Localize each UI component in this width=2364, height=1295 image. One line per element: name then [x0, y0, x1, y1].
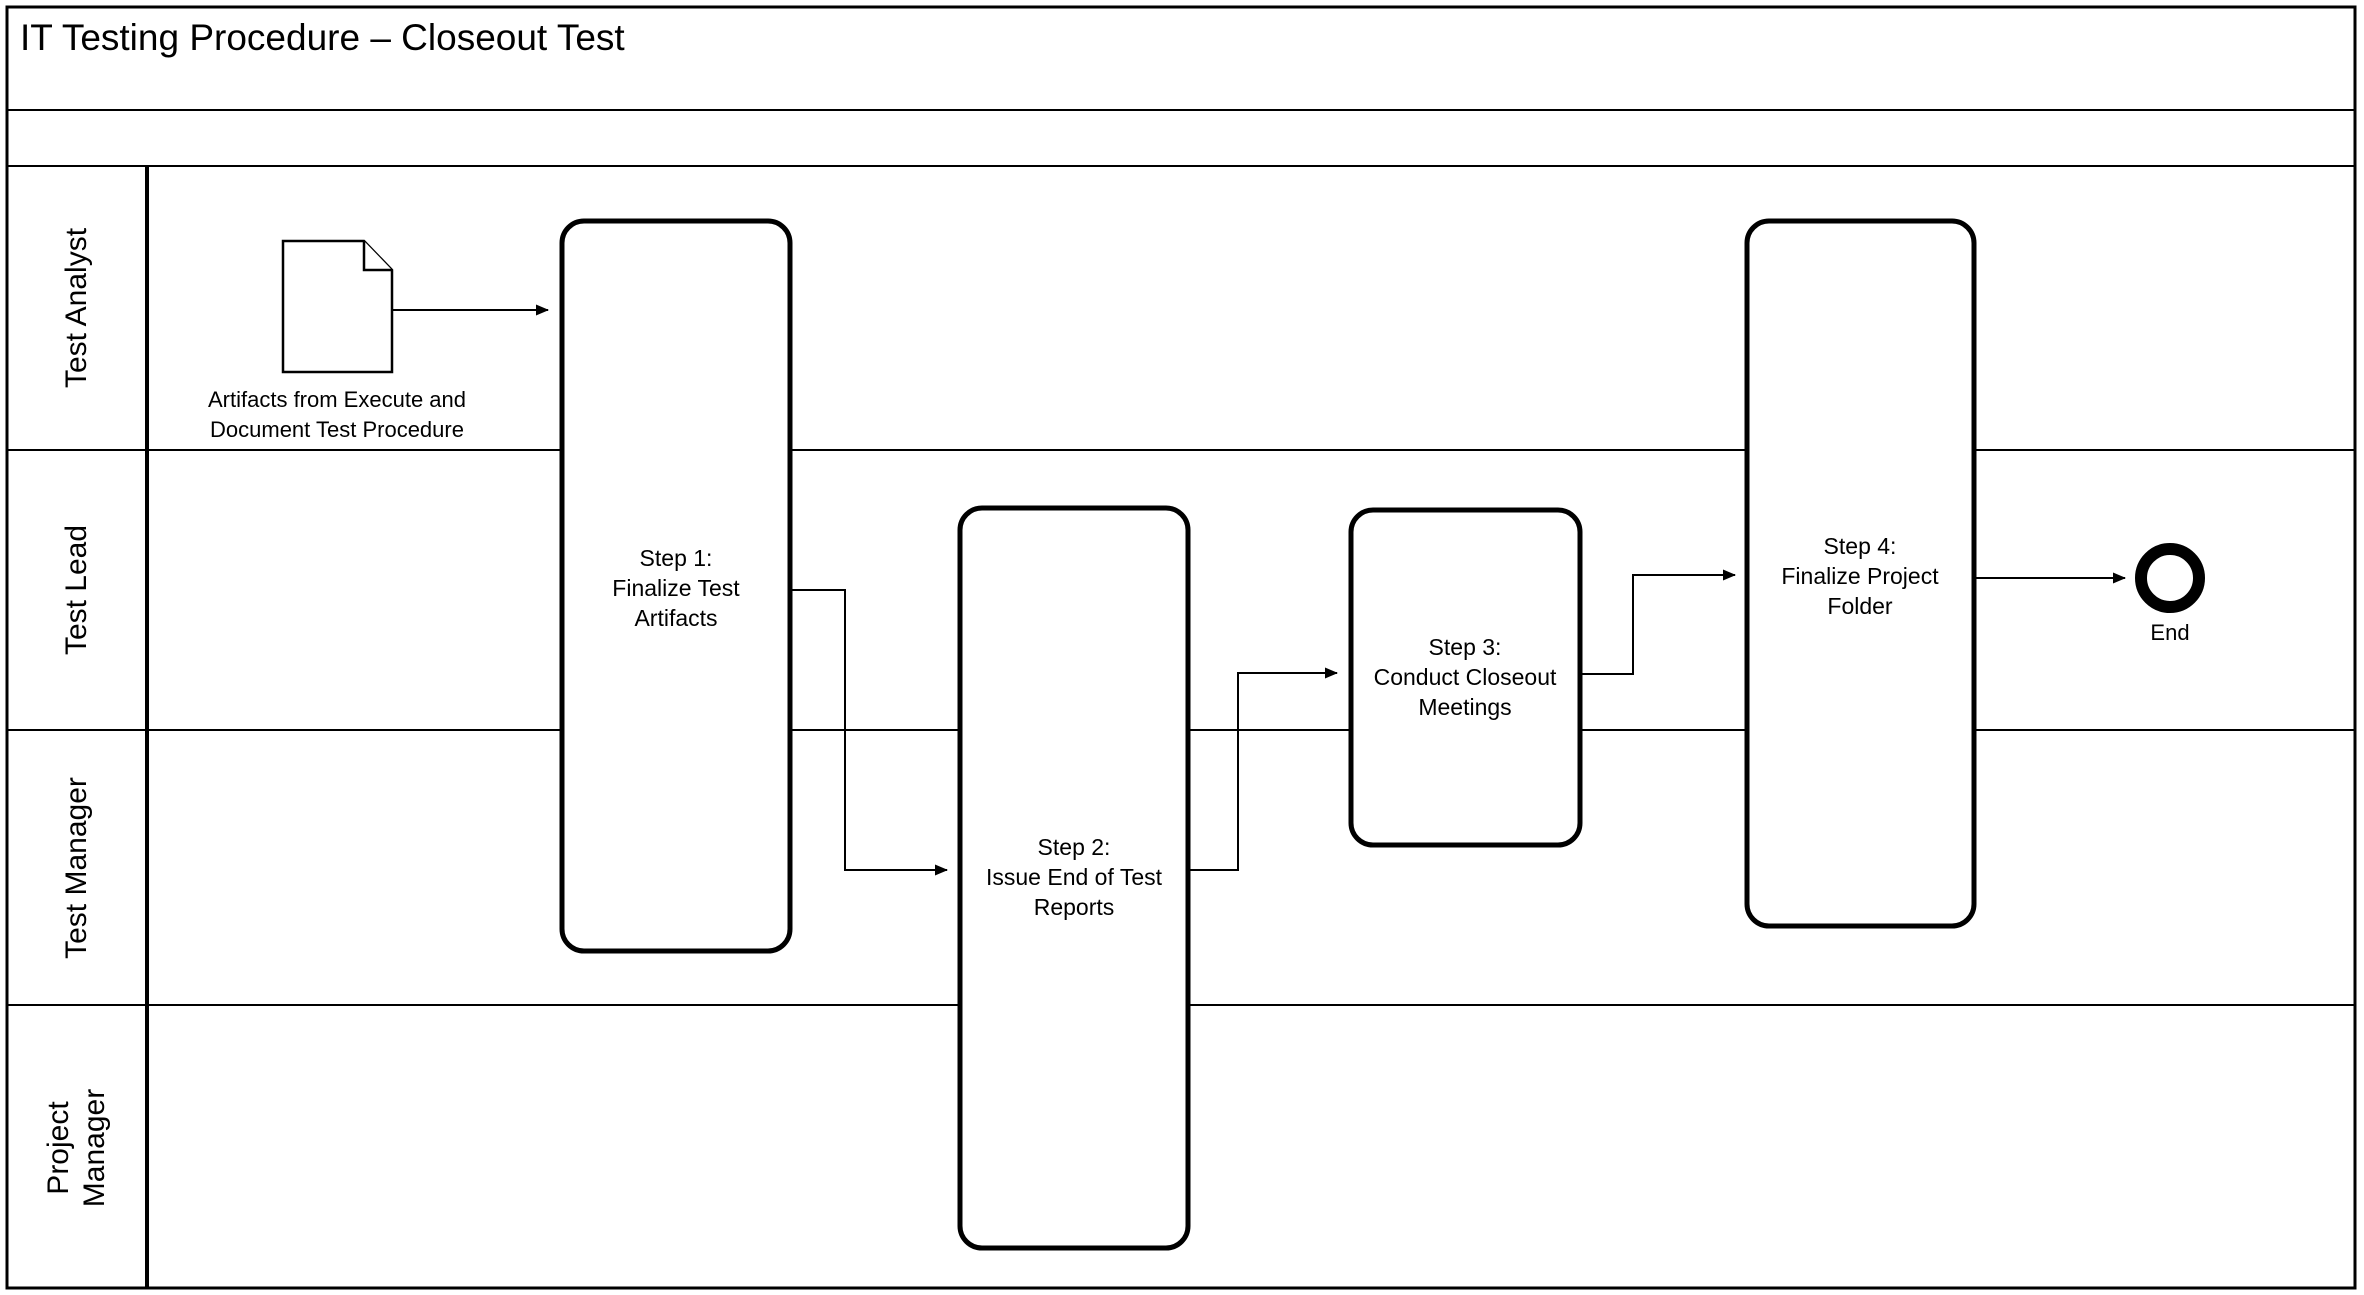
artifact-label-line2: Document Test Procedure: [210, 417, 464, 442]
flow-step1-to-step2: [790, 589, 948, 876]
task-step-2[interactable]: Step 2: Issue End of Test Reports: [957, 505, 1191, 1251]
event-end[interactable]: End: [2135, 543, 2205, 645]
task-step-2-label-line3: Reports: [1034, 894, 1115, 920]
task-step-3-label-line1: Step 3:: [1429, 634, 1502, 660]
flow-step3-to-step4: [1570, 569, 1736, 675]
lane-label-text-line2: Manager: [78, 1089, 111, 1207]
lane-label-text-line1: Project: [42, 1101, 75, 1195]
task-step-1-label-line1: Step 1:: [640, 545, 713, 571]
task-step-4[interactable]: Step 4: Finalize Project Folder: [1744, 218, 1977, 929]
lane-label-test-lead: Test Lead: [60, 525, 93, 655]
flow-step2-to-step3: [1182, 667, 1338, 871]
task-step-3-label-line3: Meetings: [1418, 694, 1511, 720]
lane-label-text: Test Analyst: [60, 227, 93, 388]
document-fold-icon: [362, 241, 392, 272]
end-event-icon: [2135, 543, 2205, 613]
diagram-outer-frame: [5, 5, 2357, 1290]
lane-label-text: Test Manager: [60, 777, 93, 959]
task-step-4-label-line2: Finalize Project: [1781, 563, 1939, 589]
task-step-2-shape: [957, 505, 1191, 1251]
task-step-1-shape: [559, 218, 793, 954]
task-step-2-label-line1: Step 2:: [1038, 834, 1111, 860]
artifact-input-docs[interactable]: Artifacts from Execute and Document Test…: [208, 239, 466, 442]
lane-label-test-manager: Test Manager: [60, 777, 93, 959]
task-step-1-label-line2: Finalize Test: [612, 575, 740, 601]
document-icon: [281, 239, 394, 374]
end-event-label: End: [2150, 620, 2189, 645]
task-step-3-label-line2: Conduct Closeout: [1374, 664, 1557, 690]
artifact-label-line1: Artifacts from Execute and: [208, 387, 466, 412]
page-title: IT Testing Procedure – Closeout Test: [20, 17, 625, 58]
task-step-1-label-line3: Artifacts: [634, 605, 717, 631]
lane-label-text: Test Lead: [60, 525, 93, 655]
lane-label-project-manager: Project Manager: [42, 1089, 111, 1207]
task-step-4-shape: [1744, 218, 1977, 929]
task-step-2-label-line2: Issue End of Test: [986, 864, 1163, 890]
task-step-4-label-line3: Folder: [1827, 593, 1893, 619]
lane-label-test-analyst: Test Analyst: [60, 227, 93, 388]
task-step-3[interactable]: Step 3: Conduct Closeout Meetings: [1348, 507, 1583, 848]
task-step-3-shape: [1348, 507, 1583, 848]
task-step-4-label-line1: Step 4:: [1824, 533, 1897, 559]
task-step-1[interactable]: Step 1: Finalize Test Artifacts: [559, 218, 793, 954]
